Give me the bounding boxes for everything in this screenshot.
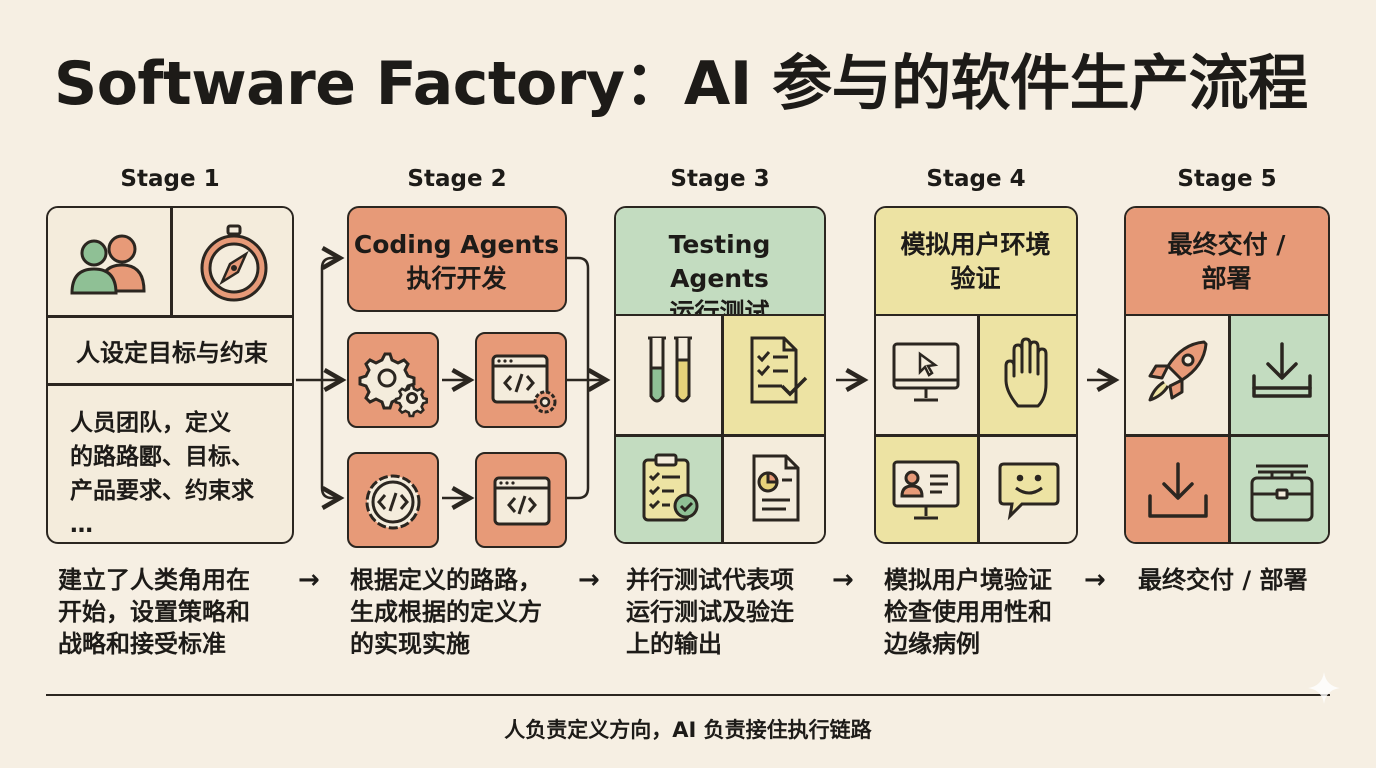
stage-4-card: 模拟用户环境 验证 [874,206,1078,544]
stage-5-card: 最终交付 / 部署 [1124,206,1330,544]
stage-2-code-gear-box [347,452,439,548]
hand-icon [1004,337,1048,408]
gears-icon [358,352,428,418]
chat-smile-icon [998,462,1060,521]
stage-5-header-line-2: 部署 [1201,264,1252,293]
stage-3-label: Stage 3 [670,166,770,192]
stage-4-header [876,208,1076,314]
stage-1-label: Stage 1 [120,166,220,192]
stage-1-detail-line: 人员团队，定义 [70,410,231,436]
stage-4-label: Stage 4 [926,166,1026,192]
rocket-icon [1148,340,1208,402]
monitor-cursor-icon [892,342,960,402]
stage-2-description: 根据定义的路路， 生成根据的定义方 的实现实施 [350,564,542,660]
stage-1-card: 人设定目标与约束 人员团队，定义 的路路郾、目标、 产品要求、约束求 … [46,206,294,544]
stage-5-header [1126,208,1328,314]
stage-1-description: 建立了人类角用在 开始，设置策略和 战略和接受标准 [58,564,250,660]
stage-1-detail: 人员团队，定义 的路路郾、目标、 产品要求、约束求 … [70,406,254,542]
stage-1-desc-line: 战略和接受标准 [58,630,226,658]
stage-2-header-line-1: Coding Agents [353,230,560,259]
stage-2-label: Stage 2 [407,166,507,192]
stage-2-desc-line: 生成根据的定义方 [350,598,542,626]
test-tubes-icon [648,336,692,403]
stage-3-header-line-1: Testing Agents [668,230,771,293]
stage-2-header: Coding Agents 执行开发 [347,206,567,312]
clipboard-check-icon [642,453,699,522]
stage-4-desc-line: 检查使用用性和 [884,598,1052,626]
stage-1-detail-line: … [70,512,93,538]
stage-4-header-line-1: 模拟用户环境 [900,230,1051,259]
download-tray-icon [1252,342,1312,398]
briefcase-icon [1250,464,1314,522]
stage-1-people-cell [48,208,171,315]
stage-4-desc-line: 边缘病例 [884,630,980,658]
stage-1-desc-line: 建立了人类角用在 [58,566,250,594]
stage-5-header-line-1: 最终交付 / [1167,230,1286,259]
stage-4-description: 模拟用户境验证 检查使用用性和 边缘病例 [884,564,1052,660]
code-window-gear-icon [491,354,557,414]
stage-5-label: Stage 5 [1177,166,1277,192]
people-icon [62,226,158,302]
page-title: Software Factory：AI 参与的软件生产流程 [54,49,1308,119]
checklist-document-icon [750,336,808,404]
stage-1-detail-line: 产品要求、约束求 [70,478,254,504]
stage-3-desc-line: 上的输出 [626,630,722,658]
footer-divider [46,694,1330,696]
stage-2-desc-line: 根据定义的路路， [350,566,542,594]
code-window-icon [493,476,551,526]
stage-3-description: 并行测试代表项 运行测试及验迕 上的输出 [626,564,794,660]
stage-5-description: 最终交付 / 部署 [1138,564,1307,596]
stage-1-detail-line: 的路路郾、目标、 [70,444,254,470]
stage-3-header [616,208,824,314]
download-icon [1148,462,1208,518]
arrow-3-4: → [832,565,854,595]
stage-4-header-line-2: 验证 [950,264,1001,293]
arrow-1-2: → [298,565,320,595]
stage-1-goal-text: 人设定目标与约束 [76,338,268,367]
compass-icon [188,222,280,304]
stage-2-header-line-2: 执行开发 [406,264,507,293]
stage-2-gears-box [347,332,439,428]
stage-3-card: Testing Agents 运行测试 [614,206,826,544]
stage-4-desc-line: 模拟用户境验证 [884,566,1052,594]
stage-1-desc-line: 开始，设置策略和 [58,598,250,626]
stage-2-desc-line: 的实现实施 [350,630,470,658]
arrow-2-3: → [578,565,600,595]
sparkle-icon [1308,672,1340,704]
arrow-4-5: → [1084,565,1106,595]
footer-tagline: 人负责定义方向，AI 负责接住执行链路 [504,718,872,742]
stage-3-desc-line: 运行测试及验迕 [626,598,794,626]
stage-3-desc-line: 并行测试代表项 [626,566,794,594]
stage-2-code-window-gear-box [475,332,567,428]
code-gear-icon [365,474,421,530]
report-chart-icon [752,454,800,522]
user-profile-monitor-icon [892,460,960,520]
stage-5-desc-line: 最终交付 / 部署 [1138,566,1308,594]
stage-2-code-window-box [475,452,567,548]
